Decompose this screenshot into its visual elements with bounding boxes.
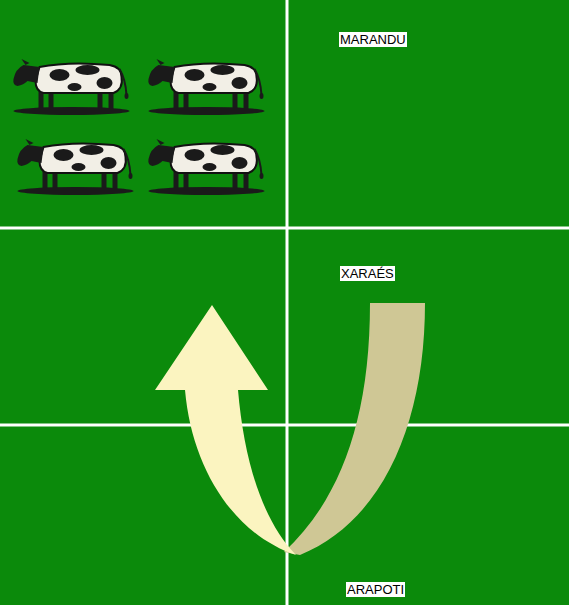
- paddock-label: XARAÉS: [340, 266, 395, 281]
- paddock-label: MARANDU: [339, 32, 407, 47]
- cattle-herd: [13, 59, 264, 195]
- rotation-arrow: [155, 303, 425, 555]
- paddock-label: ARAPOTI: [346, 582, 405, 597]
